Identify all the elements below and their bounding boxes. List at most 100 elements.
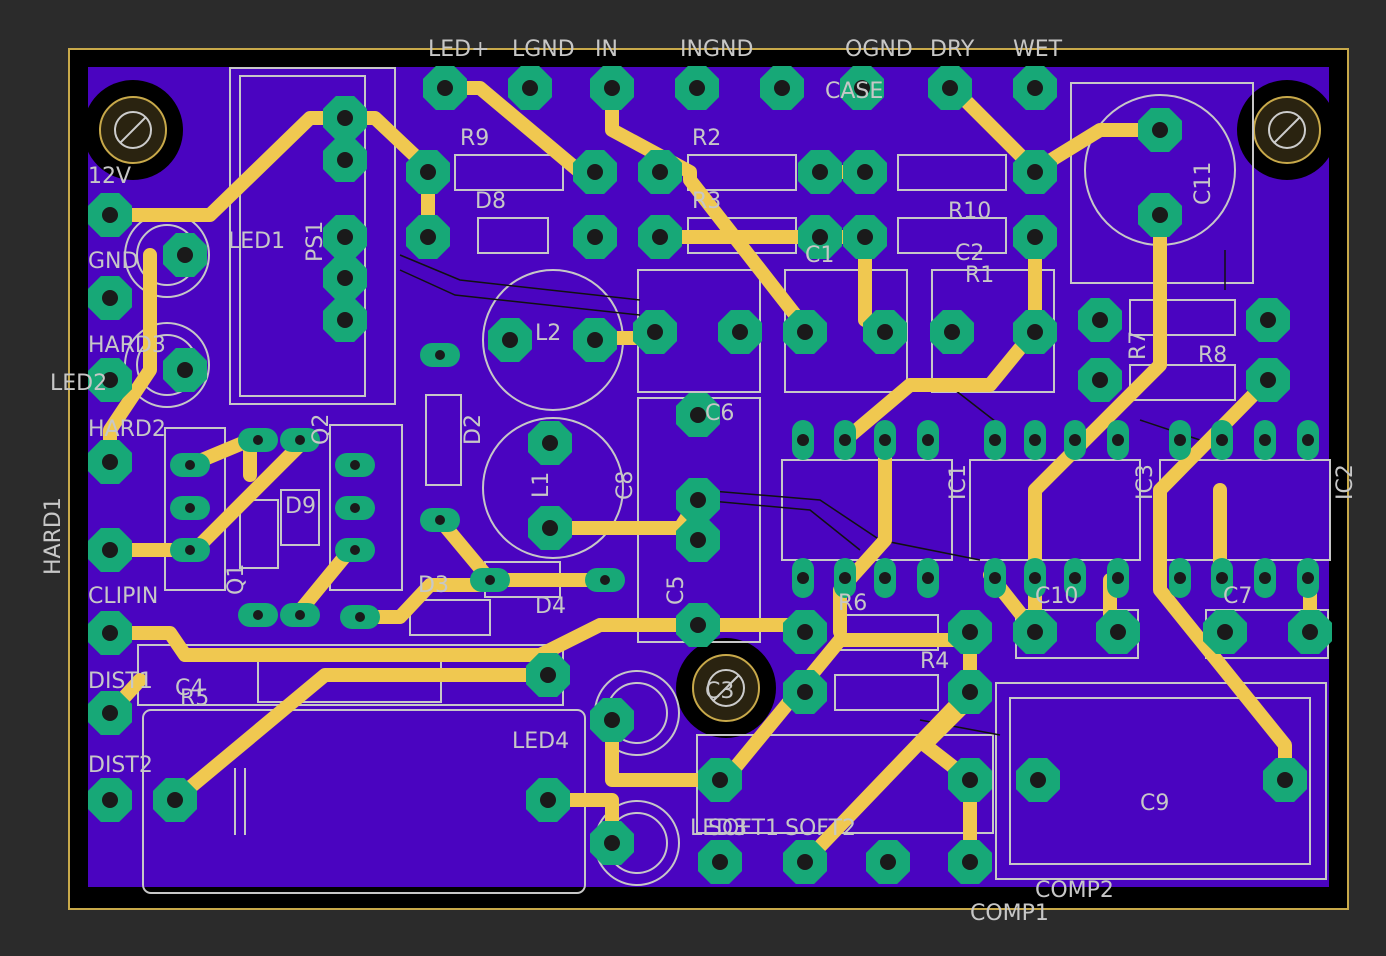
pad-drill — [102, 372, 118, 388]
label-comp1: COMP1 — [970, 901, 1049, 926]
pad-drill — [879, 434, 891, 446]
pad-drill — [689, 80, 705, 96]
label-r3: R3 — [692, 189, 721, 214]
pad-drill — [797, 624, 813, 640]
pad-drill — [604, 80, 620, 96]
mounting-hole-right — [1237, 80, 1337, 180]
label-dry: DRY — [930, 37, 975, 62]
pad-drill — [522, 80, 538, 96]
pad-drill — [350, 503, 360, 513]
label-ingnd: INGND — [680, 37, 753, 62]
pad-drill — [420, 164, 436, 180]
pad-drill — [857, 164, 873, 180]
pad-drill — [1217, 624, 1233, 640]
pad-drill — [587, 229, 603, 245]
pad-drill — [690, 407, 706, 423]
label-led3: LED3 — [690, 816, 747, 841]
pad-drill — [877, 324, 893, 340]
pad-drill — [587, 164, 603, 180]
pad-drill — [942, 80, 958, 96]
label-ps1: PS1 — [303, 221, 328, 262]
label-12v: 12V — [88, 164, 131, 189]
pad-drill — [690, 532, 706, 548]
pad-drill — [1112, 572, 1124, 584]
pad-drill — [102, 705, 118, 721]
pad-drill — [880, 854, 896, 870]
pad-drill — [712, 854, 728, 870]
label-r2: R2 — [692, 126, 721, 151]
label-c11: C11 — [1191, 162, 1216, 205]
pad-drill — [962, 854, 978, 870]
label-hard1: HARD1 — [41, 497, 66, 575]
pad-drill — [652, 164, 668, 180]
pad-drill — [337, 152, 353, 168]
pad-drill — [1092, 372, 1108, 388]
pad-drill — [587, 332, 603, 348]
pad-drill — [812, 229, 828, 245]
pad-drill — [1027, 324, 1043, 340]
label-c4: C4 — [175, 676, 204, 701]
label-ic1: IC1 — [946, 464, 971, 500]
pad-drill — [102, 207, 118, 223]
label-ic3: IC3 — [1133, 464, 1158, 500]
pad-drill — [350, 460, 360, 470]
label-r1: R1 — [965, 263, 994, 288]
label-r6: R6 — [838, 591, 867, 616]
pad-drill — [1092, 312, 1108, 328]
pad-drill — [1302, 624, 1318, 640]
label-d4: D4 — [535, 594, 566, 619]
pad-drill — [102, 290, 118, 306]
pad-drill — [337, 229, 353, 245]
pad-drill — [435, 350, 445, 360]
label-d2: D2 — [461, 414, 486, 445]
label-q1: Q1 — [224, 564, 249, 595]
label-lgnd: LGND — [512, 37, 575, 62]
pad-drill — [879, 572, 891, 584]
pad-drill — [177, 362, 193, 378]
pad-drill — [337, 110, 353, 126]
pad-drill — [839, 572, 851, 584]
pad-drill — [295, 435, 305, 445]
label-hard2: HARD2 — [88, 417, 166, 442]
pad-drill — [102, 625, 118, 641]
pad-drill — [1259, 434, 1271, 446]
pad-drill — [922, 572, 934, 584]
label-led-plus: LED+ — [428, 37, 490, 62]
pad-drill — [1027, 164, 1043, 180]
pad-drill — [1260, 312, 1276, 328]
pad-drill — [690, 492, 706, 508]
pad-drill — [1152, 207, 1168, 223]
label-gnd: GND — [88, 249, 138, 274]
pad-drill — [167, 792, 183, 808]
label-r5: R5 — [180, 686, 209, 711]
pad-drill — [647, 324, 663, 340]
pad-drill — [102, 792, 118, 808]
mounting-hole-left — [83, 80, 183, 180]
label-dist2: DIST2 — [88, 753, 153, 778]
label-in: IN — [595, 37, 618, 62]
label-r10: R10 — [948, 199, 991, 224]
label-c9: C9 — [1140, 791, 1169, 816]
label-c5: C5 — [664, 576, 689, 605]
component-pads — [88, 66, 1332, 884]
pad-drill — [177, 247, 193, 263]
pad-drill — [185, 503, 195, 513]
pad-drill — [797, 324, 813, 340]
pad-drill — [1152, 122, 1168, 138]
pad-drill — [1030, 772, 1046, 788]
pad-drill — [604, 712, 620, 728]
pad-drill — [962, 624, 978, 640]
pad-drill — [1027, 229, 1043, 245]
pad-drill — [1110, 624, 1126, 640]
pad-drill — [922, 434, 934, 446]
pad-drill — [989, 434, 1001, 446]
pad-drill — [540, 792, 556, 808]
pad-drill — [944, 324, 960, 340]
pad-drill — [962, 684, 978, 700]
pad-drill — [690, 617, 706, 633]
pad-drill — [712, 772, 728, 788]
pad-drill — [542, 435, 558, 451]
label-wet: WET — [1013, 37, 1063, 62]
pad-drill — [102, 542, 118, 558]
pad-drill — [1029, 434, 1041, 446]
